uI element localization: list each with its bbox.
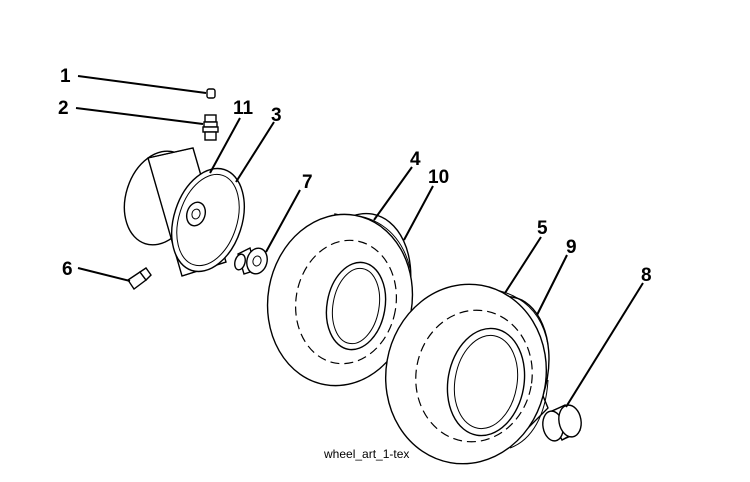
spacer-bushing xyxy=(234,246,268,275)
leader-9 xyxy=(536,254,568,316)
callout-2: 2 xyxy=(58,98,69,119)
leader-lines xyxy=(75,75,644,408)
leader-2 xyxy=(75,107,204,125)
callout-4: 4 xyxy=(410,149,421,170)
leader-6 xyxy=(77,267,131,282)
leader-10 xyxy=(403,185,434,241)
leader-11 xyxy=(209,117,241,174)
valve-stem xyxy=(202,114,219,141)
leader-3 xyxy=(235,121,275,183)
callout-1: 1 xyxy=(60,66,71,87)
callout-10: 10 xyxy=(428,167,449,188)
callout-7: 7 xyxy=(302,172,313,193)
leader-5 xyxy=(504,236,542,294)
diagram-caption: wheel_art_1-tex xyxy=(323,447,409,461)
tire-rear xyxy=(384,283,550,465)
leader-1 xyxy=(77,75,207,94)
callouts: 1 2 11 3 7 6 4 10 5 9 8 xyxy=(58,66,652,286)
tire-front xyxy=(266,212,414,387)
callout-6: 6 xyxy=(62,259,73,280)
grease-fitting xyxy=(127,267,152,291)
callout-9: 9 xyxy=(566,237,577,258)
callout-8: 8 xyxy=(641,265,652,286)
wheel-rim xyxy=(123,147,245,277)
callout-3: 3 xyxy=(271,105,282,126)
hub-cap xyxy=(542,404,582,442)
leader-8 xyxy=(565,282,644,408)
callout-5: 5 xyxy=(537,218,548,239)
leader-4 xyxy=(373,166,413,221)
valve-cap xyxy=(206,88,216,99)
callout-11: 11 xyxy=(233,98,254,119)
leader-7 xyxy=(265,189,301,253)
